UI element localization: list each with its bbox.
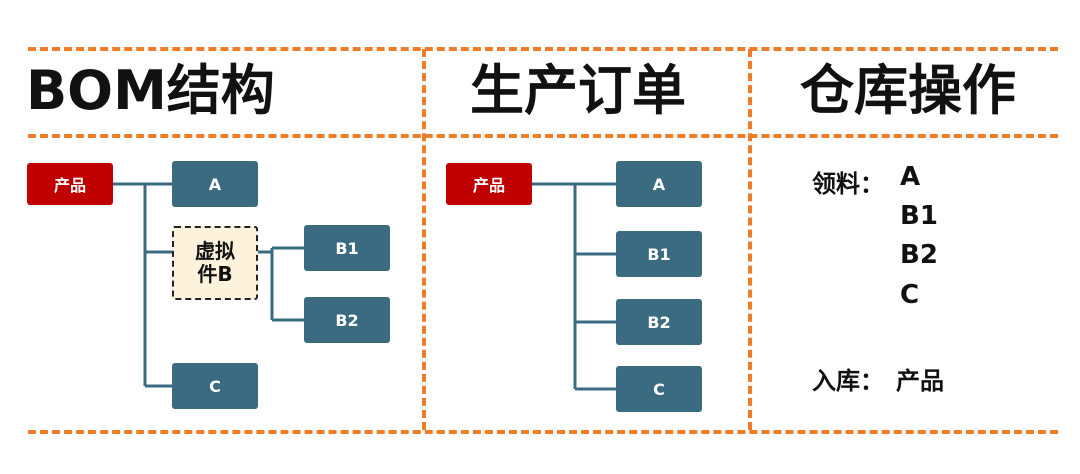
issue-item: A [900, 162, 921, 192]
top-divider [28, 47, 1058, 51]
order-part-b1-box: B1 [616, 231, 702, 277]
order-product-box: 产品 [446, 163, 532, 205]
order-part-c-box: C [616, 366, 702, 412]
receipt-value: 产品 [896, 367, 944, 395]
header-divider [28, 134, 1058, 138]
column-divider-right [748, 49, 752, 430]
issue-item: B2 [900, 240, 938, 270]
bom-virtual-part-box: 虚拟 件B [172, 226, 258, 300]
issue-item: B1 [900, 201, 938, 231]
bom-section-title: BOM结构 [26, 59, 275, 122]
bom-part-b2-box: B2 [304, 297, 390, 343]
bom-part-c-box: C [172, 363, 258, 409]
warehouse-section-title: 仓库操作 [800, 59, 1016, 122]
bottom-divider [28, 430, 1058, 434]
order-part-b2-box: B2 [616, 299, 702, 345]
bom-part-a-box: A [172, 161, 258, 207]
order-part-a-box: A [616, 161, 702, 207]
order-section-title: 生产订单 [470, 59, 686, 122]
bom-part-b1-box: B1 [304, 225, 390, 271]
bom-product-box: 产品 [27, 163, 113, 205]
column-divider-left [422, 49, 426, 430]
issue-item: C [900, 280, 920, 310]
issue-label: 领料： [812, 170, 884, 198]
receipt-label: 入库： [812, 367, 884, 395]
